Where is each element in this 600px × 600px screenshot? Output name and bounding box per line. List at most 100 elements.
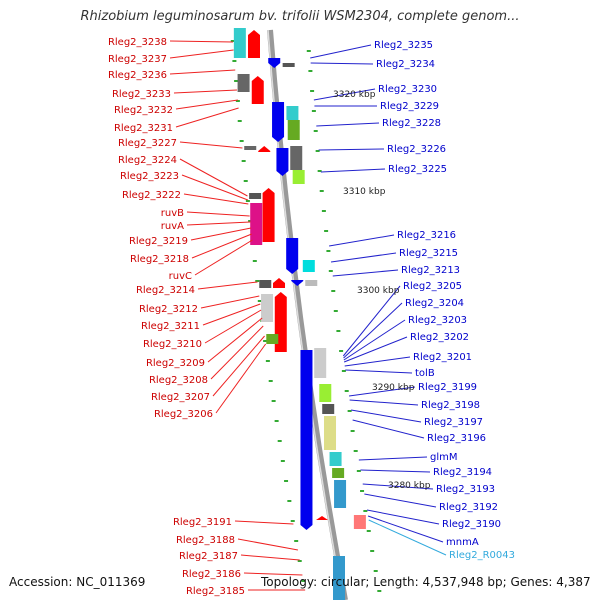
- gene-block: [319, 384, 332, 402]
- gene-label-right[interactable]: Rleg2_3201: [413, 352, 472, 363]
- label-connector: [344, 356, 411, 367]
- scale-tick: [356, 470, 361, 472]
- gene-label-left[interactable]: Rleg2_3210: [143, 339, 202, 350]
- gene-label-right[interactable]: Rleg2_3229: [380, 101, 439, 112]
- gene-label-right[interactable]: Rleg2_3198: [421, 400, 480, 411]
- gene-arrow-reverse: [300, 350, 313, 530]
- gene-label-right[interactable]: Rleg2_3205: [403, 281, 462, 292]
- gene-label-left[interactable]: ruvA: [161, 221, 184, 232]
- gene-label-left[interactable]: Rleg2_3232: [114, 105, 173, 116]
- scale-tick: [324, 230, 329, 232]
- gene-label-right[interactable]: Rleg2_3193: [436, 484, 495, 495]
- gene-label-left[interactable]: Rleg2_3188: [176, 535, 235, 546]
- gene-label-left[interactable]: Rleg2_3206: [154, 409, 213, 420]
- gene-label-right[interactable]: glmM: [430, 452, 458, 463]
- gene-label-right[interactable]: Rleg2_3225: [388, 164, 447, 175]
- gene-label-left[interactable]: Rleg2_3222: [122, 190, 181, 201]
- label-connector: [179, 158, 248, 197]
- scale-tick: [377, 590, 382, 592]
- gene-label-left[interactable]: Rleg2_3233: [112, 89, 171, 100]
- label-connector: [215, 343, 267, 414]
- label-connector: [207, 317, 263, 363]
- gene-label-right[interactable]: Rleg2_3190: [442, 519, 501, 530]
- scale-tick: [366, 530, 371, 532]
- scale-tick: [274, 420, 279, 422]
- gene-label-left[interactable]: Rleg2_3237: [108, 54, 167, 65]
- scale-tick: [287, 500, 292, 502]
- gene-label-right[interactable]: Rleg2_3226: [387, 144, 446, 155]
- scale-tick: [336, 330, 341, 332]
- label-connector: [212, 335, 265, 397]
- scale-tick: [294, 540, 299, 542]
- label-connector: [175, 107, 239, 128]
- label-connector: [358, 456, 428, 461]
- gene-label-left[interactable]: Rleg2_3236: [108, 70, 167, 81]
- gene-block: [287, 120, 300, 140]
- gene-block: [334, 480, 347, 508]
- gene-label-left[interactable]: Rleg2_3227: [118, 138, 177, 149]
- gene-label-right[interactable]: Rleg2_3204: [405, 298, 464, 309]
- gene-label-left[interactable]: Rleg2_3214: [136, 285, 195, 296]
- scale-tick: [230, 40, 235, 42]
- label-connector: [234, 520, 294, 525]
- scale-tick: [297, 560, 302, 562]
- scale-tick: [290, 520, 295, 522]
- label-connector: [349, 399, 419, 406]
- gene-label-left[interactable]: Rleg2_3224: [118, 155, 177, 166]
- gene-label-right[interactable]: tolB: [415, 368, 435, 379]
- gene-label-right[interactable]: Rleg2_3192: [439, 502, 498, 513]
- gene-label-left[interactable]: Rleg2_3223: [120, 171, 179, 182]
- gene-label-right[interactable]: Rleg2_3228: [382, 118, 441, 129]
- gene-label-right[interactable]: Rleg2_3203: [408, 315, 467, 326]
- gene-label-left[interactable]: Rleg2_3218: [130, 254, 189, 265]
- label-connector: [352, 419, 425, 439]
- gene-label-left[interactable]: Rleg2_3185: [186, 586, 245, 597]
- gene-label-right[interactable]: mnmA: [446, 537, 479, 548]
- gene-label-left[interactable]: Rleg2_3211: [141, 321, 200, 332]
- gene-label-left[interactable]: Rleg2_3238: [108, 37, 167, 48]
- label-connector: [243, 572, 303, 576]
- gene-label-left[interactable]: Rleg2_3207: [151, 392, 210, 403]
- label-connector: [332, 269, 399, 277]
- label-connector: [186, 221, 251, 226]
- gene-label-left[interactable]: Rleg2_3187: [179, 551, 238, 562]
- gene-block: [332, 468, 345, 478]
- gene-arrow-forward: [258, 146, 271, 152]
- gene-label-right[interactable]: Rleg2_3230: [378, 84, 437, 95]
- gene-label-right[interactable]: Rleg2_3215: [399, 248, 458, 259]
- scale-tick: [360, 490, 365, 492]
- label-connector: [320, 168, 386, 173]
- gene-arrow-forward: [251, 76, 264, 104]
- gene-block: [249, 193, 262, 199]
- gene-label-right[interactable]: Rleg2_3194: [433, 467, 492, 478]
- scale-tick: [311, 110, 316, 112]
- gene-label-left[interactable]: ruvC: [169, 271, 192, 282]
- gene-block: [237, 74, 250, 92]
- gene-label-left[interactable]: Rleg2_3191: [173, 517, 232, 528]
- gene-label-left[interactable]: Rleg2_3186: [182, 569, 241, 580]
- gene-label-left[interactable]: Rleg2_3212: [139, 304, 198, 315]
- gene-label-right[interactable]: Rleg2_3235: [374, 40, 433, 51]
- gene-block: [305, 280, 318, 286]
- gene-label-right[interactable]: Rleg2_3202: [410, 332, 469, 343]
- scale-tick: [333, 310, 338, 312]
- gene-label-right[interactable]: Rleg2_R0043: [449, 550, 515, 561]
- gene-label-left[interactable]: Rleg2_3231: [114, 123, 173, 134]
- gene-label-left[interactable]: Rleg2_3209: [146, 358, 205, 369]
- gene-label-right[interactable]: Rleg2_3199: [418, 382, 477, 393]
- scale-label-3300: 3300 kbp: [357, 286, 400, 296]
- gene-block: [259, 280, 272, 288]
- gene-label-left[interactable]: ruvB: [161, 208, 184, 219]
- gene-label-right[interactable]: Rleg2_3196: [427, 433, 486, 444]
- gene-label-left[interactable]: Rleg2_3219: [129, 236, 188, 247]
- scale-label-3310: 3310 kbp: [343, 187, 386, 197]
- gene-label-right[interactable]: Rleg2_3234: [376, 59, 435, 70]
- label-connector: [330, 252, 397, 263]
- scale-tick: [268, 380, 273, 382]
- gene-label-right[interactable]: Rleg2_3213: [401, 265, 460, 276]
- gene-label-left[interactable]: Rleg2_3208: [149, 375, 208, 386]
- gene-label-right[interactable]: Rleg2_3216: [397, 230, 456, 241]
- gene-label-right[interactable]: Rleg2_3197: [424, 417, 483, 428]
- label-connector: [360, 469, 431, 473]
